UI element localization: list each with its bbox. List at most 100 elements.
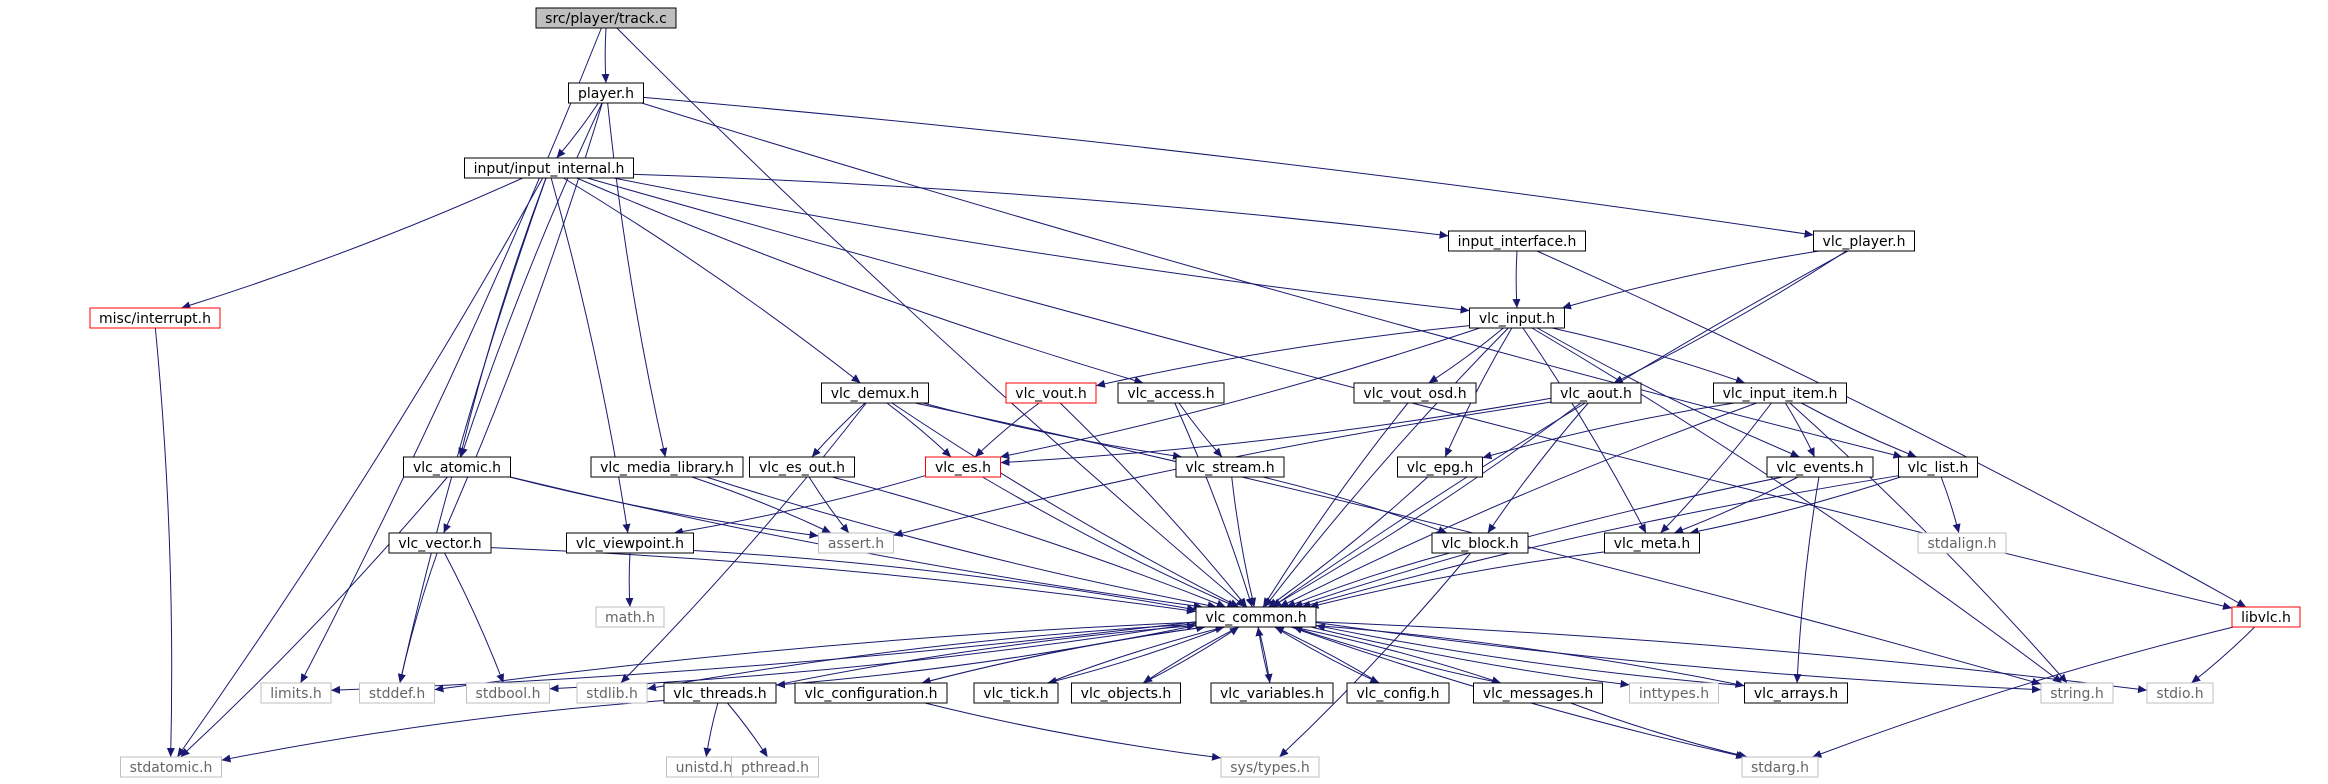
node-misc-interrupt[interactable]: misc/interrupt.h — [89, 307, 221, 329]
edge-input-internal-to-input-interface — [633, 173, 1449, 239]
edge-vlc-input-to-string — [1531, 327, 2063, 684]
node-box — [794, 682, 948, 704]
edge-libvlc-to-stdio — [2191, 626, 2256, 684]
edge-input-internal-to-vlc-input — [613, 177, 1470, 314]
node-vlc-input-item[interactable]: vlc_input_item.h — [1713, 382, 1847, 404]
edge-vlc-block-to-vlc-common — [1286, 552, 1450, 608]
node-vlc-configuration[interactable]: vlc_configuration.h — [794, 682, 948, 704]
node-label: stdio.h — [2156, 686, 2203, 702]
node-label: vlc_es_out.h — [759, 460, 845, 476]
node-vlc-es-out[interactable]: vlc_es_out.h — [749, 456, 855, 478]
node-vlc-block[interactable]: vlc_block.h — [1431, 532, 1529, 554]
node-label: player.h — [578, 86, 634, 102]
edge-vlc-input-to-vlc-vout-osd — [1428, 327, 1504, 384]
node-vlc-threads[interactable]: vlc_threads.h — [663, 682, 777, 704]
node-label: vlc_common.h — [1205, 610, 1306, 626]
edge-vlc-media-library-to-vlc-common — [706, 476, 1217, 610]
node-vlc-common[interactable]: vlc_common.h — [1195, 606, 1317, 628]
edge-player-h-to-vlc-media-library — [607, 102, 668, 458]
node-box — [590, 456, 744, 478]
node-libvlc[interactable]: libvlc.h — [2231, 606, 2301, 628]
node-pthread: pthread.h — [731, 756, 819, 778]
node-vlc-arrays[interactable]: vlc_arrays.h — [1744, 682, 1848, 704]
node-root[interactable]: src/player/track.c — [535, 7, 677, 29]
node-vlc-tick[interactable]: vlc_tick.h — [973, 682, 1059, 704]
node-label: math.h — [605, 610, 655, 626]
node-vlc-epg[interactable]: vlc_epg.h — [1397, 456, 1483, 478]
node-box — [1353, 382, 1477, 404]
node-box — [260, 682, 332, 704]
node-vlc-messages[interactable]: vlc_messages.h — [1473, 682, 1603, 704]
node-box — [731, 756, 819, 778]
node-label: string.h — [2050, 686, 2104, 702]
edge-root-to-limits — [300, 27, 602, 684]
node-vlc-atomic[interactable]: vlc_atomic.h — [403, 456, 511, 478]
edge-vlc-tick-to-vlc-common — [1047, 625, 1225, 684]
edge-player-h-to-vlc-list — [641, 102, 1903, 459]
edge-vlc-stream-to-vlc-common — [1231, 476, 1257, 608]
edge-input-internal-to-stdatomic — [176, 177, 544, 758]
node-vlc-access[interactable]: vlc_access.h — [1117, 382, 1225, 404]
node-vlc-media-library[interactable]: vlc_media_library.h — [590, 456, 744, 478]
node-stddef: stddef.h — [359, 682, 435, 704]
node-stdatomic: stdatomic.h — [120, 756, 222, 778]
node-label: vlc_vector.h — [398, 536, 481, 552]
node-label: sys/types.h — [1230, 760, 1309, 776]
node-label: stdatomic.h — [130, 760, 213, 776]
edge-vlc-configuration-to-sys-types — [924, 702, 1222, 761]
node-box — [1898, 456, 1978, 478]
edge-vlc-vout-osd-to-vlc-common — [1262, 402, 1409, 608]
node-vlc-vout[interactable]: vlc_vout.h — [1005, 382, 1097, 404]
node-box — [595, 606, 665, 628]
node-vlc-config[interactable]: vlc_config.h — [1346, 682, 1450, 704]
node-vlc-input[interactable]: vlc_input.h — [1469, 307, 1565, 329]
edge-player-h-to-input-internal — [556, 102, 599, 159]
node-vlc-vector[interactable]: vlc_vector.h — [388, 532, 492, 554]
node-input-internal[interactable]: input/input_internal.h — [464, 157, 634, 179]
node-box — [464, 157, 634, 179]
edge-vlc-vout-to-vlc-es — [974, 402, 1040, 458]
node-input-interface[interactable]: input_interface.h — [1448, 230, 1586, 252]
node-box — [1550, 382, 1642, 404]
edge-vlc-events-to-vlc-arrays — [1793, 476, 1820, 684]
node-vlc-list[interactable]: vlc_list.h — [1898, 456, 1978, 478]
node-vlc-player[interactable]: vlc_player.h — [1813, 230, 1915, 252]
edge-vlc-input-item-to-vlc-list — [1801, 402, 1917, 458]
edge-vlc-input-to-vlc-es — [1000, 327, 1480, 460]
edge-vlc-common-to-vlc-config — [1274, 626, 1380, 684]
node-vlc-vout-osd[interactable]: vlc_vout_osd.h — [1353, 382, 1477, 404]
node-label: vlc_meta.h — [1614, 536, 1691, 552]
node-box — [89, 307, 221, 329]
node-vlc-variables[interactable]: vlc_variables.h — [1210, 682, 1334, 704]
node-box — [359, 682, 435, 704]
node-vlc-es[interactable]: vlc_es.h — [925, 456, 1001, 478]
node-player-h[interactable]: player.h — [568, 82, 644, 104]
node-label: vlc_objects.h — [1081, 686, 1172, 702]
node-string: string.h — [2040, 682, 2114, 704]
node-vlc-stream[interactable]: vlc_stream.h — [1175, 456, 1285, 478]
node-vlc-events[interactable]: vlc_events.h — [1766, 456, 1874, 478]
edge-vlc-objects-to-vlc-common — [1142, 626, 1240, 684]
node-label: vlc_config.h — [1356, 686, 1439, 702]
node-stdalign: stdalign.h — [1917, 532, 2007, 554]
edge-vlc-demux-to-stdlib — [620, 402, 867, 684]
node-vlc-meta[interactable]: vlc_meta.h — [1604, 532, 1700, 554]
node-box — [2040, 682, 2114, 704]
node-label: vlc_epg.h — [1407, 460, 1474, 476]
edge-vlc-threads-to-unistd — [703, 702, 719, 758]
node-box — [1397, 456, 1483, 478]
edge-vlc-variables-to-vlc-common — [1255, 626, 1271, 684]
node-box — [1210, 682, 1334, 704]
edge-vlc-events-to-vlc-common — [1293, 476, 1783, 608]
edge-vlc-common-to-string — [1315, 622, 2042, 694]
edge-vlc-block-to-sys-types — [1279, 552, 1472, 758]
node-vlc-aout[interactable]: vlc_aout.h — [1550, 382, 1642, 404]
node-box — [1469, 307, 1565, 329]
edge-vlc-threads-to-pthread — [727, 702, 768, 758]
node-vlc-demux[interactable]: vlc_demux.h — [821, 382, 929, 404]
edge-input-interface-to-vlc-input — [1512, 250, 1521, 309]
node-vlc-objects[interactable]: vlc_objects.h — [1071, 682, 1181, 704]
node-vlc-viewpoint[interactable]: vlc_viewpoint.h — [566, 532, 694, 554]
edge-vlc-arrays-to-vlc-common — [1315, 623, 1745, 687]
edge-input-internal-to-vlc-atomic — [458, 177, 547, 458]
